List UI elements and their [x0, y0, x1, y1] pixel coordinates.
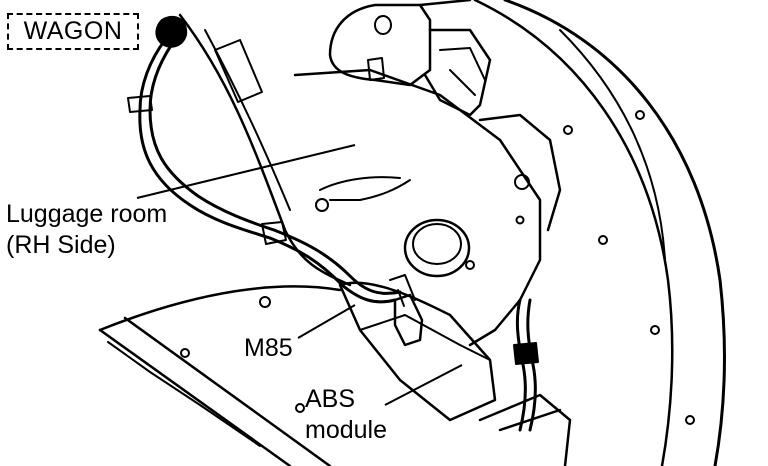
cap-screw	[465, 260, 475, 270]
round-cap	[403, 218, 471, 278]
abs-module-mount	[393, 293, 424, 347]
wheel-house-outer	[503, 0, 727, 466]
right-harness-2	[526, 298, 537, 432]
wheel-house-inner	[473, 0, 674, 466]
lower-right-bracket	[478, 393, 572, 466]
harness-clip-lower	[261, 221, 287, 245]
wheel-house-hole-2	[598, 235, 608, 245]
right-connector	[513, 342, 539, 365]
floor-hole-2	[180, 348, 190, 358]
leader-abs-module	[384, 364, 463, 406]
leader-m85	[297, 304, 356, 339]
wheel-house-hole-5	[685, 415, 695, 425]
floor-hole-3	[295, 403, 305, 413]
m85-label: M85	[244, 334, 293, 362]
right-harness	[515, 298, 527, 432]
quarter-panel-outline	[178, 13, 352, 287]
abs-module-face	[359, 314, 491, 361]
floor-rail-inner	[123, 316, 332, 466]
wheel-house-mid	[559, 29, 666, 261]
floor-rail-stripe	[107, 341, 261, 447]
wire-harness-lower-2	[272, 228, 402, 295]
wheel-house-hole-4	[650, 325, 660, 335]
harness-grommet	[155, 15, 188, 48]
wheel-house-hole-3	[635, 110, 645, 120]
floor-rail-outer	[98, 328, 292, 466]
luggage-room-wall	[293, 68, 542, 347]
abs-module-body	[338, 281, 497, 422]
abs-module-label-line1: ABS	[305, 385, 356, 413]
luggage-room-label-line2: (RH Side)	[6, 231, 116, 259]
luggage-room-label-line1: Luggage room	[6, 200, 168, 228]
abs-module-bracket	[389, 274, 416, 307]
wheel-house-hole-1	[563, 125, 573, 135]
abs-module-label-line2: module	[305, 416, 387, 444]
abs-module-label: ABS module	[305, 384, 387, 446]
panel-window-cutout	[214, 39, 263, 103]
floor-hole-1	[259, 296, 271, 308]
luggage-room-label: Luggage room (RH Side)	[6, 199, 167, 261]
harness-clip-upper	[127, 95, 153, 113]
bracket-stud	[367, 57, 385, 81]
wall-bolt-left	[315, 198, 329, 212]
strut-tower-rib	[439, 47, 486, 96]
wire-harness-upper	[138, 38, 272, 240]
wire-harness-upper-2	[148, 42, 276, 232]
wall-bolt-right	[514, 174, 530, 190]
wall-hole	[515, 215, 525, 225]
floor-edge	[98, 285, 342, 332]
right-bracket	[478, 113, 562, 232]
wagon-tag: WAGON	[7, 13, 139, 50]
bracket-hole	[374, 15, 392, 35]
wall-crease	[319, 176, 411, 201]
strut-tower-outline	[418, 0, 492, 117]
round-cap-inner	[412, 223, 462, 265]
leader-luggage-room	[136, 144, 356, 199]
